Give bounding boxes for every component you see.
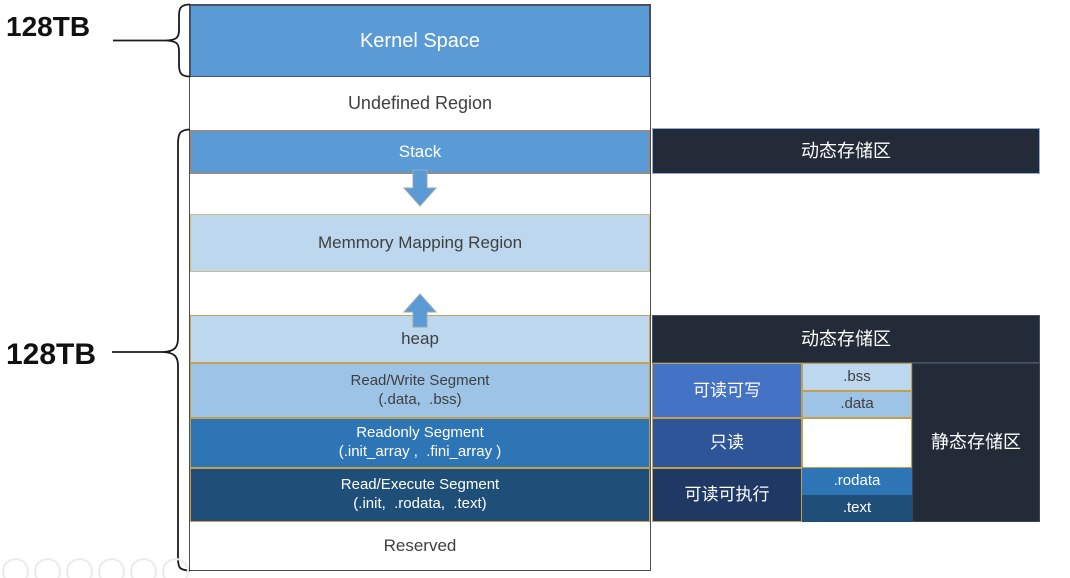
stack-block: Stack bbox=[190, 130, 650, 174]
text-section-block: .text bbox=[802, 495, 912, 522]
dynamic-storage-stack-block: 动态存储区 bbox=[652, 128, 1040, 174]
data-section-block: .data bbox=[802, 391, 912, 418]
bss-section-label: .bss bbox=[843, 367, 871, 385]
kernel-space-block: Kernel Space bbox=[190, 5, 650, 77]
watermark-icon-row bbox=[2, 558, 189, 578]
dynamic-storage-heap-block: 动态存储区 bbox=[652, 315, 1040, 363]
undefined-region-label: Undefined Region bbox=[347, 93, 493, 114]
dynamic-storage-heap-label: 动态存储区 bbox=[801, 328, 891, 349]
user-space-brace bbox=[112, 128, 191, 572]
watermark-icon bbox=[34, 558, 61, 578]
bss-section-block: .bss bbox=[802, 363, 912, 391]
permission-read-only-block: 只读 bbox=[652, 418, 802, 468]
read-execute-segment-block: Read/Execute Segment (.init, .rodata, .t… bbox=[190, 468, 650, 522]
data-section-label: .data bbox=[840, 395, 874, 413]
read-execute-segment-title: Read/Execute Segment bbox=[340, 476, 500, 494]
user-size-label: 128TB bbox=[6, 338, 97, 371]
watermark-icon bbox=[162, 558, 189, 578]
memory-mapping-region-block: Memmory Mapping Region bbox=[190, 214, 650, 272]
read-write-segment-sections: (.data, .bss) bbox=[378, 390, 462, 408]
kernel-space-label: Kernel Space bbox=[359, 29, 481, 52]
watermark-icon bbox=[66, 558, 93, 578]
read-write-segment-block: Read/Write Segment (.data, .bss) bbox=[190, 363, 650, 418]
watermark-icon bbox=[2, 558, 29, 578]
read-execute-segment-sections: (.init, .rodata, .text) bbox=[353, 495, 487, 512]
permission-read-execute-label: 可读可执行 bbox=[684, 485, 770, 505]
permission-read-write-label: 可读可写 bbox=[693, 380, 761, 400]
dynamic-storage-stack-label: 动态存储区 bbox=[801, 140, 891, 161]
permission-read-write-block: 可读可写 bbox=[652, 363, 802, 418]
readonly-segment-title: Readonly Segment bbox=[356, 424, 484, 442]
permission-read-only-label: 只读 bbox=[710, 433, 744, 453]
readonly-segment-sections: (.init_array , .fini_array ) bbox=[338, 443, 502, 460]
heap-block: heap bbox=[190, 315, 650, 363]
text-section-label: .text bbox=[842, 499, 872, 517]
reserved-label: Reserved bbox=[383, 536, 457, 556]
empty-cell bbox=[802, 418, 912, 468]
readonly-segment-block: Readonly Segment (.init_array , .fini_ar… bbox=[190, 418, 650, 468]
rodata-section-label: .rodata bbox=[833, 472, 881, 490]
read-write-segment-title: Read/Write Segment bbox=[350, 371, 490, 389]
heap-label: heap bbox=[401, 329, 439, 349]
stack-label: Stack bbox=[398, 142, 442, 162]
kernel-space-brace bbox=[113, 3, 191, 78]
watermark-icon bbox=[98, 558, 125, 578]
permission-read-execute-block: 可读可执行 bbox=[652, 468, 802, 522]
static-storage-block: 静态存储区 bbox=[912, 363, 1040, 522]
kernel-size-label: 128TB bbox=[6, 11, 91, 42]
reserved-block: Reserved bbox=[190, 522, 650, 570]
undefined-region-block: Undefined Region bbox=[190, 77, 650, 130]
rodata-section-block: .rodata bbox=[802, 468, 912, 495]
static-storage-label: 静态存储区 bbox=[931, 432, 1021, 453]
memory-mapping-region-label: Memmory Mapping Region bbox=[317, 233, 523, 253]
watermark-icon bbox=[130, 558, 157, 578]
